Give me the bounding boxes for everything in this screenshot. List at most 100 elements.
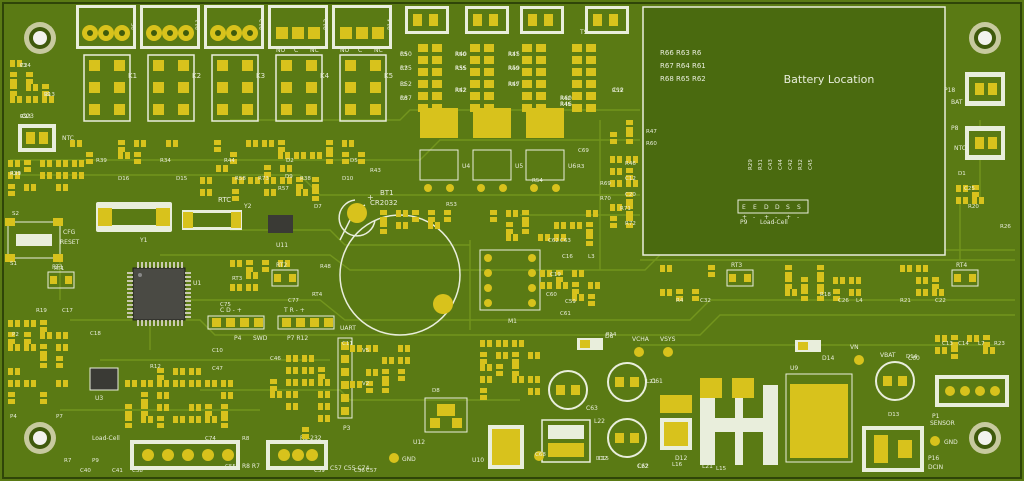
ref-label: R47	[646, 129, 657, 135]
mounting-hole-bottom-right	[969, 422, 1001, 454]
mounting-hole-top-left	[24, 22, 56, 54]
thermistor-rt1: RT1	[47, 264, 75, 289]
smd-passive	[540, 282, 552, 289]
smd-passive	[10, 84, 17, 96]
smd-passive	[24, 380, 36, 387]
smd-passive	[935, 347, 947, 354]
ref-label: D14	[906, 354, 918, 360]
ref-label: C12	[625, 176, 636, 182]
smd-passive	[24, 344, 36, 351]
smd-passive	[480, 376, 492, 383]
relay-k5: K5	[339, 54, 393, 122]
smd-passive	[312, 189, 319, 201]
smd-passive	[956, 197, 968, 204]
ref-label: R23	[994, 341, 1005, 347]
smd-passive	[232, 189, 239, 201]
ref-label: RT2	[98, 226, 108, 232]
ref-label: P2	[12, 332, 19, 338]
smd-passive	[157, 392, 169, 399]
smd-passive	[480, 388, 487, 400]
smd-passive	[801, 277, 808, 289]
ref-label: C61	[560, 311, 571, 317]
smd-passive	[70, 140, 82, 147]
smd-passive	[205, 404, 212, 416]
smd-passive	[480, 364, 492, 371]
svg-text:R40: R40	[455, 51, 467, 58]
smd-passive	[221, 392, 233, 399]
smd-passive	[556, 270, 563, 282]
ref-label: S2	[12, 211, 19, 217]
ref-label: C60	[546, 292, 557, 298]
ref-label: C7	[400, 66, 408, 72]
p9-pin-labels: E+E-D+D-S+S-	[742, 204, 801, 221]
ref-label: D8	[432, 388, 440, 394]
crystal-y2: Y2 RTC	[182, 196, 252, 230]
mounting-hole-bottom-left	[24, 422, 56, 454]
p9-pin-sign: -	[775, 214, 777, 221]
battery-outline	[642, 6, 946, 256]
svg-text:R8 R7: R8 R7	[242, 463, 260, 470]
smd-passive	[221, 380, 233, 387]
gnd-testpoint-1	[389, 453, 399, 463]
ref-label: R48	[320, 264, 331, 270]
ref-label: C15	[598, 456, 609, 462]
smd-passive	[398, 369, 405, 381]
ref-label: R29	[10, 171, 21, 177]
smd-passive	[200, 177, 212, 184]
vcha-label: VCHA	[632, 336, 650, 343]
ref-label: P4	[10, 414, 17, 420]
svg-text:U3: U3	[95, 395, 103, 402]
relay-label: K5	[384, 72, 393, 80]
ref-label: L1	[400, 82, 407, 88]
ref-label: R72	[625, 221, 636, 227]
ref-label: R26	[1000, 224, 1011, 230]
smd-passive	[556, 282, 568, 289]
relay-label: K1	[128, 72, 137, 80]
svg-text:R31: R31	[758, 159, 764, 170]
smd-passive	[708, 265, 715, 277]
p9-pin-label: D	[775, 204, 780, 211]
smd-passive	[916, 289, 928, 296]
svg-text:NC: NC	[310, 47, 319, 54]
coin-cell-holder: + BT1 CR2032	[338, 189, 461, 336]
ref-label: L16	[672, 462, 683, 468]
smd-passive	[56, 172, 68, 179]
smd-passive	[610, 180, 622, 187]
smd-passive	[660, 265, 672, 272]
smd-passive	[626, 120, 633, 132]
p9-pin-label: D	[764, 204, 769, 211]
sensor-label: SENSOR	[930, 420, 955, 427]
smd-passive	[444, 210, 451, 222]
smd-passive	[342, 140, 354, 147]
smd-passive	[358, 152, 365, 164]
smd-passive	[40, 344, 47, 356]
regulator-u4: U4	[419, 108, 470, 192]
smd-passive	[382, 357, 394, 364]
smd-passive	[56, 184, 68, 191]
smd-passive	[125, 416, 132, 428]
ntc-right-ref: P8	[951, 125, 959, 132]
smd-passive	[205, 416, 217, 423]
ref-label: C69	[578, 148, 589, 154]
svg-text:R42: R42	[455, 87, 467, 94]
ref-label: C75	[220, 302, 231, 308]
smd-passive	[56, 356, 63, 368]
gnd-testpoint-2	[930, 436, 940, 446]
smd-passive	[428, 210, 435, 222]
rs232-label: RS-232	[300, 435, 322, 442]
svg-text:C: C	[358, 47, 362, 54]
smd-passive	[900, 265, 912, 272]
ref-label: R70	[600, 196, 611, 202]
smd-passive	[72, 172, 84, 179]
smd-passive	[278, 140, 285, 152]
p9-pin-sign: -	[753, 214, 755, 221]
svg-text:C60: C60	[908, 355, 920, 362]
smd-passive	[983, 335, 990, 347]
smd-passive	[118, 140, 125, 152]
smd-passive	[264, 165, 271, 177]
cfg-label: CFG	[63, 229, 76, 236]
gnd-label-1: GND	[402, 456, 416, 463]
